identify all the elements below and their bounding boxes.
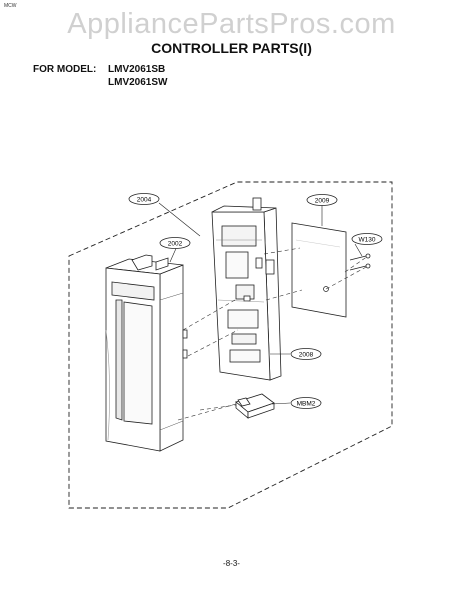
svg-text:2008: 2008 [299, 352, 314, 359]
corner-mark: MCW [4, 3, 17, 9]
leader-lines [158, 202, 363, 405]
part-2008-pcb-bracket [211, 197, 282, 381]
svg-text:2009: 2009 [315, 198, 330, 205]
part-2009-pcb-board [291, 222, 347, 318]
part-2002-control-panel [105, 254, 188, 452]
callout-2009: 2009 [306, 194, 338, 206]
callout-2004: 2004 [128, 193, 160, 205]
watermark-text: AppliancePartsPros.com [67, 8, 396, 40]
svg-text:MBM2: MBM2 [297, 401, 316, 408]
model-label: FOR MODEL: [33, 64, 97, 75]
callout-2008: 2008 [290, 348, 322, 360]
callout-2002: 2002 [159, 237, 191, 249]
svg-text:W130: W130 [359, 237, 376, 244]
page-number: -8-3- [223, 559, 240, 568]
model-number-2: LMV2061SW [108, 77, 168, 88]
callout-mbm2: MBM2 [290, 397, 322, 409]
assembly-boundary [68, 181, 393, 509]
part-mbm2-bracket [235, 393, 275, 419]
svg-text:2002: 2002 [168, 241, 183, 248]
svg-text:2004: 2004 [137, 197, 152, 204]
model-number-1: LMV2061SB [108, 64, 166, 75]
part-w130-screws [349, 253, 371, 271]
alignment-lines [177, 247, 369, 421]
callout-w130: W130 [351, 233, 383, 245]
page-title: CONTROLLER PARTS(I) [151, 40, 312, 56]
